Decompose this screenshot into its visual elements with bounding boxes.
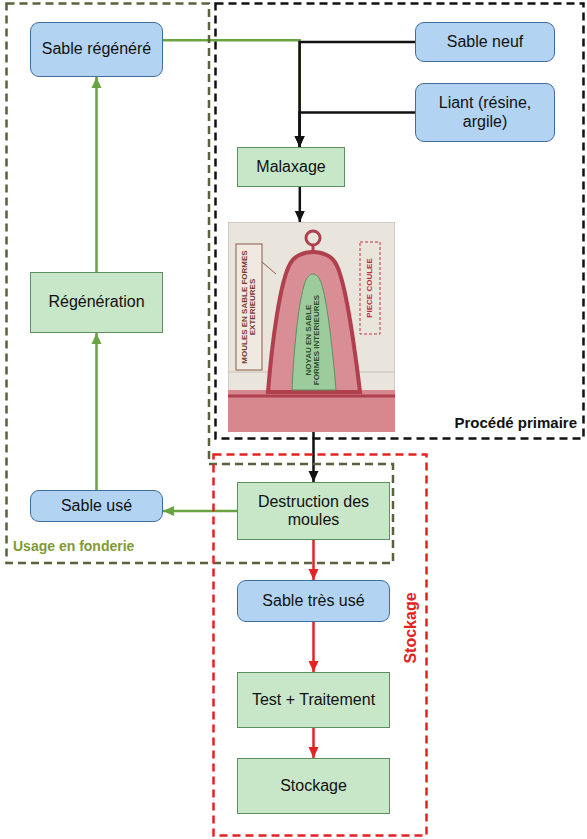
vertical-label: PIECE COULEE [362,244,378,332]
box-label: Régénération [48,293,144,311]
vertical-label: NOYAU EN SABLE FORMES INTERIEURES [303,292,323,388]
process-box: Malaxage [237,147,345,187]
process-box: Stockage [237,758,390,814]
process-box: Destruction des moules [237,482,390,540]
flow-arrow [95,333,98,490]
region-label: Stockage [402,583,422,673]
box-label: Sable régénéré [42,40,151,58]
material-box: Sable usé [30,490,163,522]
box-label: Sable usé [61,497,132,515]
flow-arrow [300,42,415,147]
box-label: Destruction des moules [246,493,381,530]
flow-arrow [299,187,302,222]
process-region: Usage en fonderie Sable régénéréRégénérat… [5,2,395,565]
flow-arrow [312,540,315,580]
material-box: Sable neuf [415,22,555,62]
process-region: Stockage Destruction des moulesSable très… [212,453,428,837]
process-box: Test + Traitement [237,672,390,728]
vertical-label: MOULES EN SABLE FORMES EXTERIEURES [237,246,261,368]
box-label: Malaxage [256,158,325,176]
region-label: Procédé primaire [454,414,577,431]
material-box: Liant (résine, argile) [415,83,555,142]
process-box: Régénération [30,272,163,333]
box-label: Liant (résine, argile) [424,94,546,131]
box-label: Test + Traitement [252,691,375,709]
flow-arrow [95,77,98,272]
flow-arrow [312,728,315,758]
box-label: Sable très usé [262,592,364,610]
box-label: Stockage [280,777,347,795]
material-box: Sable régénéré [30,22,163,77]
process-region: Procédé primaire Sable neufLiant (résine,… [214,2,585,440]
flow-arrow [163,40,300,147]
flow-arrow [163,510,237,513]
region-label: Usage en fonderie [13,538,134,554]
flow-arrow [300,113,415,148]
flow-arrow [312,622,315,672]
box-label: Sable neuf [447,33,524,51]
material-box: Sable très usé [237,580,390,622]
mold-illustration: MOULES EN SABLE FORMES EXTERIEURES NOYAU … [228,222,395,432]
